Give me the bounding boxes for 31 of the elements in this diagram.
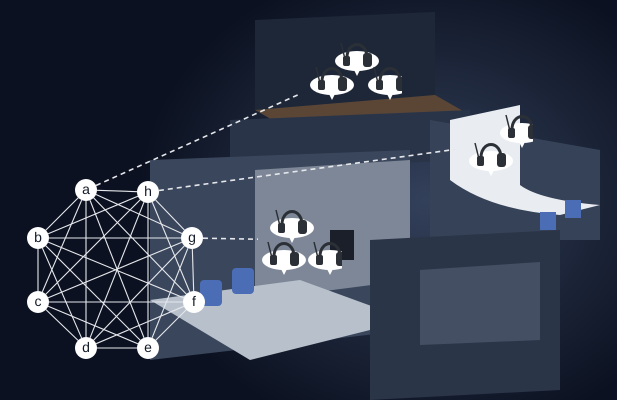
dashed-connector [96, 93, 300, 186]
mesh-link [42, 248, 82, 338]
mesh-link [96, 194, 182, 234]
mesh-link [147, 203, 149, 337]
mesh-link [45, 197, 79, 231]
mesh-link [93, 198, 187, 294]
mesh-link [37, 249, 39, 291]
network-node: b [27, 227, 49, 249]
network-node: d [75, 337, 97, 359]
mesh-link [45, 245, 141, 341]
mesh-link [152, 202, 190, 292]
network-node: a [75, 179, 97, 201]
dashed-connector [158, 148, 456, 192]
mesh-link [96, 190, 138, 192]
mesh-link [48, 196, 138, 234]
mesh-link [97, 347, 137, 349]
mesh-link [45, 199, 141, 295]
mesh-link [49, 237, 181, 239]
mesh-link [46, 309, 78, 341]
dashed-connector [202, 237, 258, 240]
mesh-link [85, 201, 87, 337]
mesh-link [152, 248, 188, 338]
mesh-link [155, 200, 185, 230]
mesh-link [96, 306, 184, 344]
mesh-link [192, 248, 194, 292]
mesh-link [48, 306, 138, 344]
mesh-link [155, 309, 187, 341]
mesh-link [42, 200, 82, 292]
mesh-link [93, 246, 185, 340]
mesh-link [49, 301, 183, 303]
network-node: c [27, 291, 49, 313]
